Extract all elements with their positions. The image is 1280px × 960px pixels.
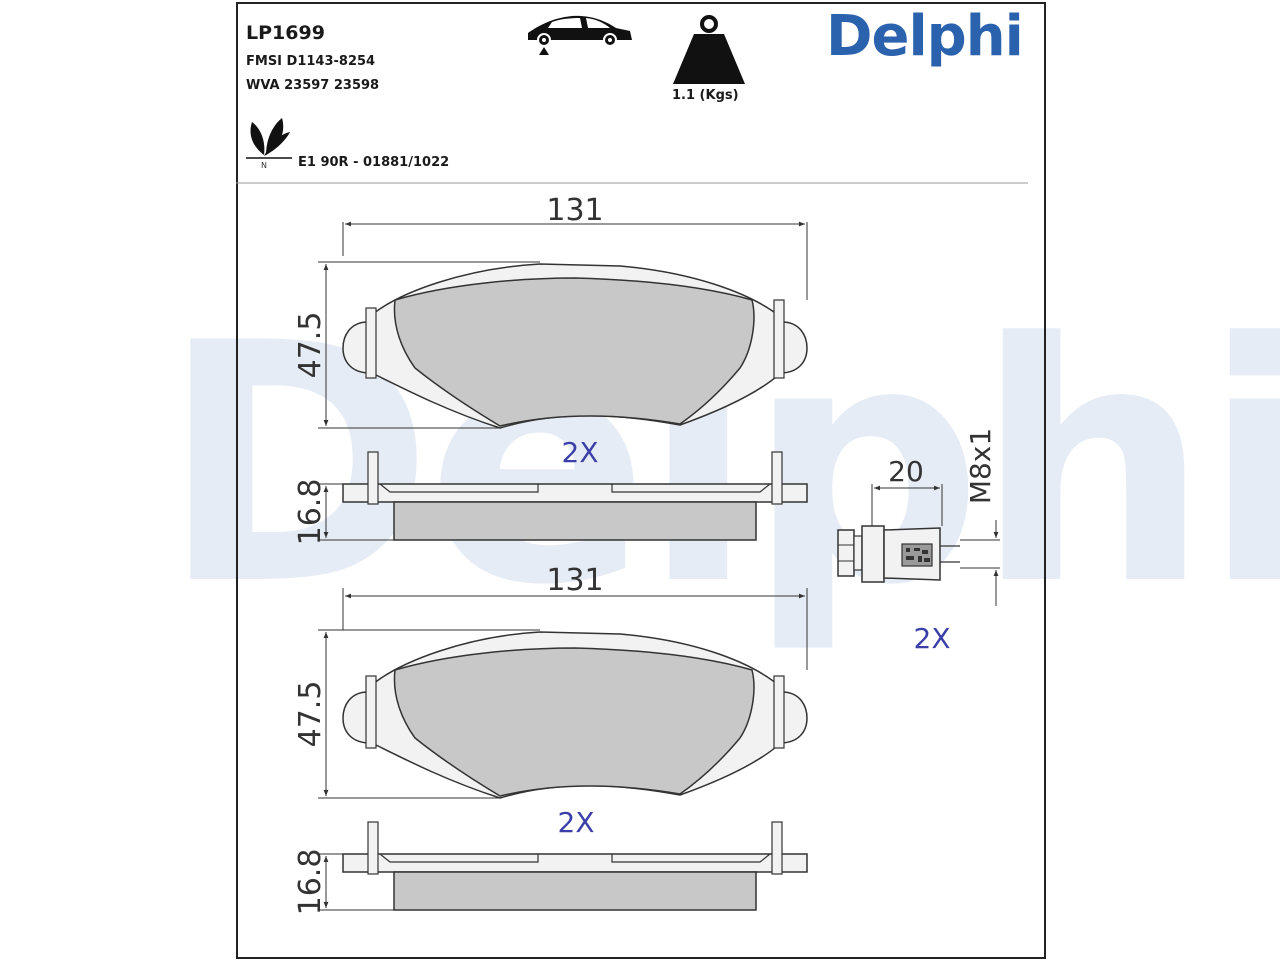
- brake-pad-bottom: 131 47.5 2X: [293, 563, 808, 839]
- sensor-thread-label: M8x1: [964, 428, 997, 504]
- sensor-quantity: 2X: [914, 622, 951, 655]
- wear-sensor: 20 M8x1 2X: [837, 428, 1000, 655]
- pad-thickness-label: 16.8: [293, 479, 328, 546]
- brake-pad-top: 131 47.5 2X: [293, 193, 808, 469]
- drawing-frame: [236, 2, 1046, 959]
- pad-thickness-label-2: 16.8: [293, 849, 328, 916]
- car-axle-icon: [528, 15, 632, 55]
- pad-height-label-2: 47.5: [293, 681, 328, 748]
- sensor-length-label: 20: [888, 455, 924, 488]
- pad-width-label: 131: [546, 193, 603, 228]
- weight-icon: [673, 15, 745, 84]
- pad-height-label: 47.5: [293, 312, 328, 379]
- brake-pad-top-side: 16.8: [293, 451, 808, 546]
- part-number: LP1699: [246, 22, 325, 44]
- fmsi-code: FMSI D1143-8254: [246, 54, 376, 69]
- pad-width-label-2: 131: [546, 563, 603, 598]
- weight-value: 1.1 (Kgs): [672, 88, 739, 103]
- ece-approval: E1 90R - 01881/1022: [298, 155, 450, 170]
- pad-top-quantity: 2X: [562, 436, 599, 469]
- wva-code: WVA 23597 23598: [246, 78, 380, 93]
- pad-bottom-quantity: 2X: [558, 806, 595, 839]
- eco-icon-letter: N: [261, 161, 267, 170]
- brand-logo: Delphi: [826, 4, 1024, 69]
- brake-pad-bottom-side: 16.8: [293, 821, 808, 916]
- eco-leaf-icon: N: [246, 118, 292, 170]
